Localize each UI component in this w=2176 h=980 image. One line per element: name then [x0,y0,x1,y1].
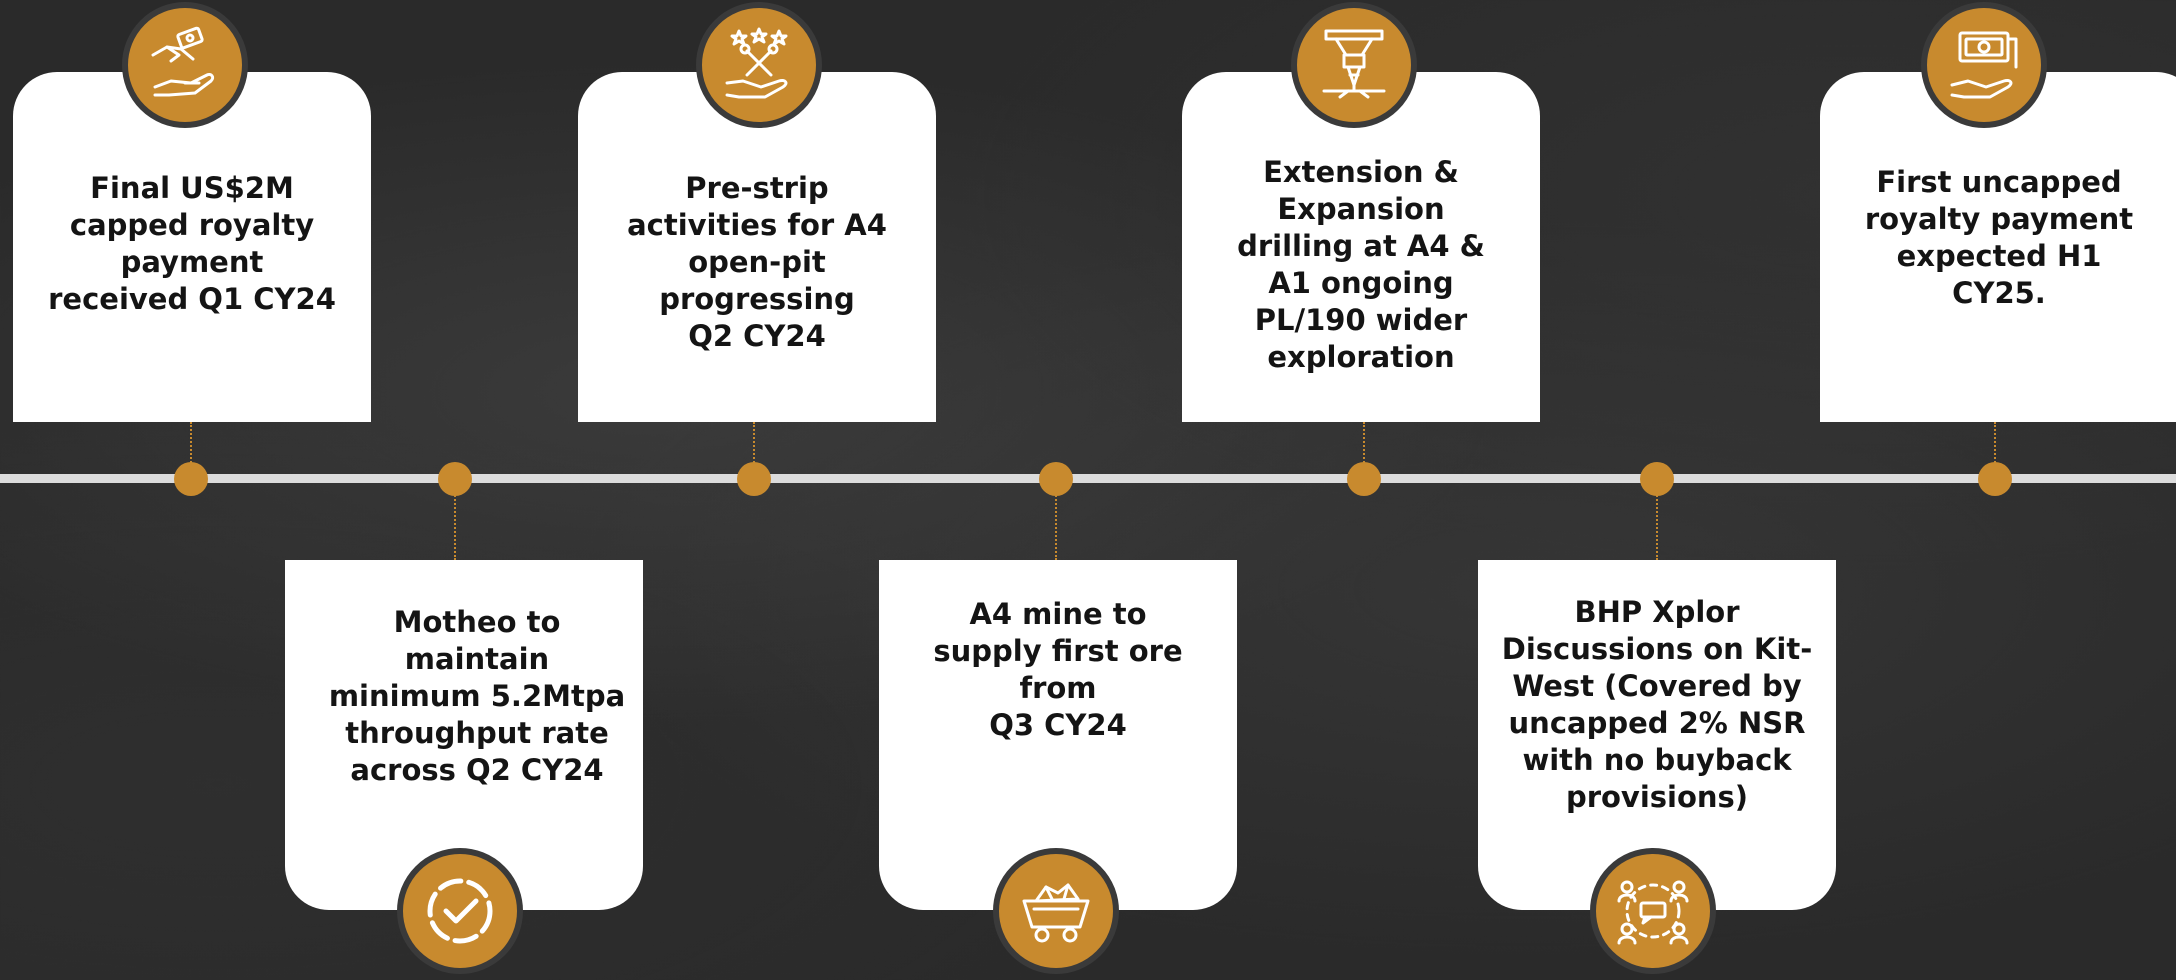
hand-cash-icon [1921,2,2047,128]
connector-1 [190,422,192,466]
handshake-dollar-icon [122,2,248,128]
milestone-text-5: Extension & Expansion drilling at A4 & A… [1237,155,1485,374]
timeline-line [0,474,2176,483]
timeline-dot-1 [174,462,208,496]
drill-rig-icon [1291,2,1417,128]
timeline-dot-5 [1347,462,1381,496]
milestone-text-3: Pre-strip activities for A4 open-pit pro… [627,171,887,353]
milestone-card-1: Final US$2M capped royalty payment recei… [13,72,371,422]
milestone-card-5: Extension & Expansion drilling at A4 & A… [1182,72,1540,422]
connector-7 [1994,422,1996,466]
timeline-dot-7 [1978,462,2012,496]
milestone-text-1: Final US$2M capped royalty payment recei… [48,171,336,316]
milestone-text-4: A4 mine to supply first ore from Q3 CY24 [933,597,1183,742]
connector-3 [753,422,755,466]
ore-cart-icon [993,848,1119,974]
milestone-card-3: Pre-strip activities for A4 open-pit pro… [578,72,936,422]
timeline-dot-4 [1039,462,1073,496]
circle-check-icon [397,848,523,974]
timeline-dot-6 [1640,462,1674,496]
connector-6 [1656,480,1658,560]
timeline-dot-3 [737,462,771,496]
milestone-text-6: BHP Xplor Discussions on Kit- West (Cove… [1501,595,1813,814]
milestone-text-2: Motheo to maintain minimum 5.2Mtpa throu… [328,605,626,787]
tools-hand-stars-icon [696,2,822,128]
connector-2 [454,480,456,560]
milestone-card-7: First uncapped royalty payment expected … [1820,72,2176,422]
milestone-text-7: First uncapped royalty payment expected … [1864,165,2134,310]
timeline-dot-2 [438,462,472,496]
connector-5 [1363,422,1365,466]
connector-4 [1055,480,1057,560]
team-discussion-icon [1590,848,1716,974]
